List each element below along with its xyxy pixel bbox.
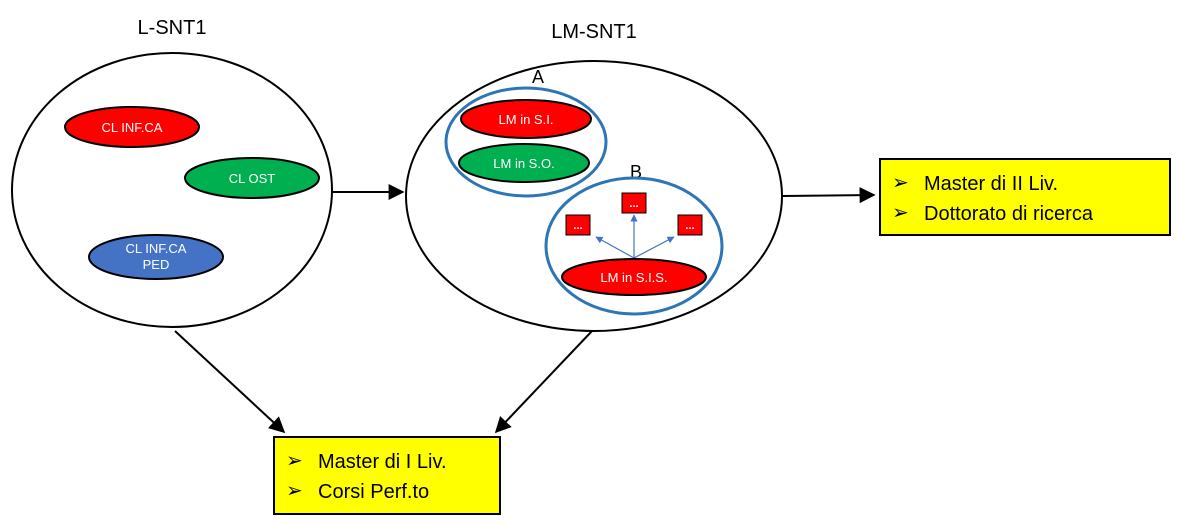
level-two-bullet-2: ➢ xyxy=(892,202,909,224)
lm-snt1-title: LM-SNT1 xyxy=(551,21,637,43)
level-one-bullet-1: ➢ xyxy=(286,450,303,472)
target-box-center-label: ... xyxy=(629,198,638,210)
node-cl-ost-label: CL OST xyxy=(229,171,276,186)
node-cl-infca-ped-label-1: CL INF.CA xyxy=(126,241,187,256)
arrow-to-right-box xyxy=(633,236,675,259)
arrow-lsnt1-to-level-one xyxy=(174,330,286,434)
target-box-right-label: ... xyxy=(685,220,694,232)
node-cl-infca-label: CL INF.CA xyxy=(102,120,163,135)
level-one-bullet-2: ➢ xyxy=(286,480,303,502)
node-cl-infca-ped-label-2: PED xyxy=(143,257,170,272)
target-box-left-label: ... xyxy=(573,220,582,232)
node-cl-infca-ped: CL INF.CA PED xyxy=(88,234,224,280)
level-two-item-2: Dottorato di ricerca xyxy=(924,203,1094,225)
level-two-item-1: Master di II Liv. xyxy=(924,173,1058,195)
node-lm-si-label: LM in S.I. xyxy=(499,112,554,127)
node-lm-sis-label: LM in S.I.S. xyxy=(600,270,667,285)
node-lm-so: LM in S.O. xyxy=(458,143,590,183)
arrow-lmsnt1-to-level-two xyxy=(782,187,876,204)
level-two-box xyxy=(879,158,1171,236)
level-two-bullet-1: ➢ xyxy=(892,172,909,194)
subgroup-b-ring xyxy=(544,176,724,316)
level-one-box xyxy=(273,436,501,515)
target-box-right xyxy=(677,214,703,236)
level-one-item-1: Master di I Liv. xyxy=(318,451,447,473)
node-lm-si: LM in S.I. xyxy=(460,99,592,139)
arrow-to-left-box xyxy=(595,236,635,259)
node-cl-ost: CL OST xyxy=(184,157,320,199)
subgroup-a-ring xyxy=(444,86,608,198)
node-lm-so-label: LM in S.O. xyxy=(493,156,554,171)
target-box-center xyxy=(621,192,647,214)
node-lm-sis: LM in S.I.S. xyxy=(561,258,707,296)
subgroup-a-label: A xyxy=(532,67,544,87)
target-box-left xyxy=(565,214,591,236)
level-one-item-2: Corsi Perf.to xyxy=(318,481,429,503)
node-cl-infca: CL INF.CA xyxy=(64,106,200,148)
l-snt1-title: L-SNT1 xyxy=(138,17,207,39)
arrow-lmsnt1-to-level-one xyxy=(494,330,593,434)
